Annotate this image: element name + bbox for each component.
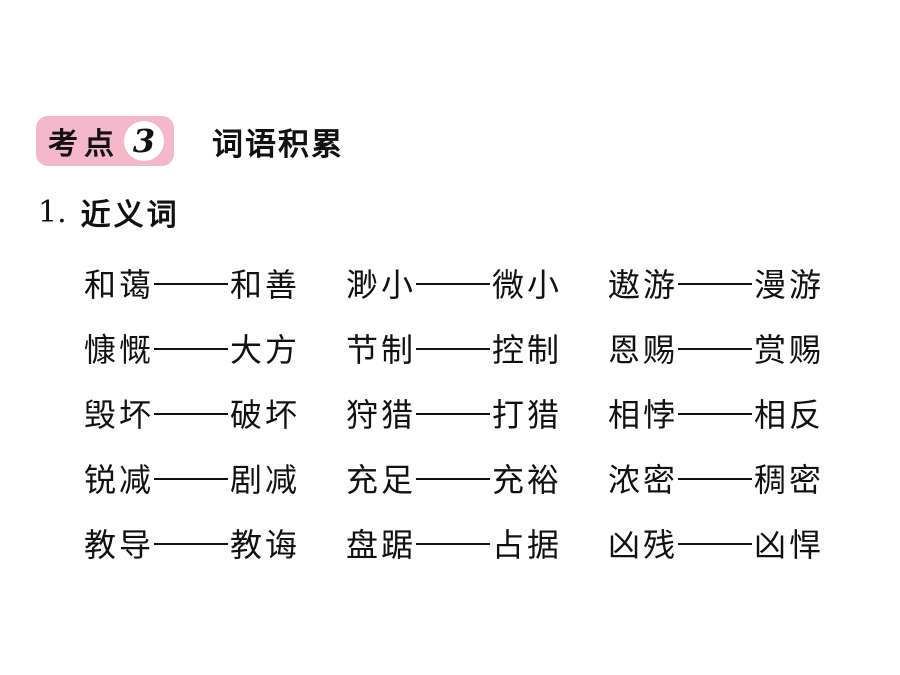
subsection-heading: 1. 近义词 bbox=[38, 192, 180, 234]
synonym-pair: 节制 控制 bbox=[346, 325, 608, 371]
dash-separator bbox=[678, 542, 753, 545]
word-a: 和蔼 bbox=[84, 265, 155, 304]
dash-separator bbox=[154, 477, 229, 480]
word-a: 盘踞 bbox=[346, 525, 417, 564]
word-a: 遨游 bbox=[608, 265, 679, 304]
synonym-pair: 狩猎 打猎 bbox=[346, 390, 608, 436]
word-b: 占据 bbox=[492, 525, 563, 564]
word-a: 毁坏 bbox=[84, 395, 155, 434]
subsection-title: 近义词 bbox=[80, 198, 180, 233]
dash-separator bbox=[678, 477, 753, 480]
synonym-pair: 毁坏 破坏 bbox=[84, 390, 346, 436]
dash-separator bbox=[416, 347, 491, 350]
word-b: 相反 bbox=[754, 395, 825, 434]
synonym-pair: 锐减 剧减 bbox=[84, 455, 346, 501]
word-a: 节制 bbox=[346, 330, 417, 369]
dash-separator bbox=[154, 412, 229, 415]
word-b: 凶悍 bbox=[754, 525, 825, 564]
word-b: 漫游 bbox=[754, 265, 825, 304]
dash-separator bbox=[416, 542, 491, 545]
synonym-pair: 慷慨 大方 bbox=[84, 325, 346, 371]
dash-separator bbox=[678, 282, 753, 285]
word-a: 锐减 bbox=[84, 460, 155, 499]
word-a: 慷慨 bbox=[84, 330, 155, 369]
badge-number: 3 bbox=[124, 121, 164, 161]
dash-separator bbox=[416, 477, 491, 480]
word-a: 教导 bbox=[84, 525, 155, 564]
word-b: 破坏 bbox=[230, 395, 301, 434]
dash-separator bbox=[416, 282, 491, 285]
word-a: 相悖 bbox=[608, 395, 679, 434]
badge-label: 考点 bbox=[48, 127, 120, 162]
word-a: 充足 bbox=[346, 460, 417, 499]
word-a: 渺小 bbox=[346, 265, 417, 304]
synonym-row: 教导 教诲 盘踞 占据 凶残 凶悍 bbox=[84, 510, 838, 575]
synonym-pair: 恩赐 赏赐 bbox=[608, 325, 838, 371]
section-header: 考点 3 词语积累 bbox=[36, 116, 344, 166]
page-title: 词语积累 bbox=[212, 126, 344, 163]
word-b: 教诲 bbox=[230, 525, 301, 564]
exam-point-badge: 考点 3 bbox=[36, 116, 174, 166]
synonym-row: 和蔼 和善 渺小 微小 遨游 漫游 bbox=[84, 250, 838, 315]
word-a: 狩猎 bbox=[346, 395, 417, 434]
synonym-pair: 渺小 微小 bbox=[346, 260, 608, 306]
word-b: 稠密 bbox=[754, 460, 825, 499]
synonym-pair: 充足 充裕 bbox=[346, 455, 608, 501]
dash-separator bbox=[154, 347, 229, 350]
dash-separator bbox=[416, 412, 491, 415]
synonym-grid: 和蔼 和善 渺小 微小 遨游 漫游 慷慨 大方 节制 控制 恩赐 赏赐 毁坏 破坏 狩猎 打猎 … bbox=[84, 250, 838, 575]
dash-separator bbox=[154, 542, 229, 545]
word-a: 恩赐 bbox=[608, 330, 679, 369]
word-b: 和善 bbox=[230, 265, 301, 304]
synonym-pair: 和蔼 和善 bbox=[84, 260, 346, 306]
dash-separator bbox=[678, 412, 753, 415]
dash-separator bbox=[678, 347, 753, 350]
word-a: 浓密 bbox=[608, 460, 679, 499]
subsection-number: 1. bbox=[38, 194, 67, 230]
synonym-row: 毁坏 破坏 狩猎 打猎 相悖 相反 bbox=[84, 380, 838, 445]
synonym-pair: 凶残 凶悍 bbox=[608, 520, 838, 566]
word-b: 微小 bbox=[492, 265, 563, 304]
word-b: 打猎 bbox=[492, 395, 563, 434]
synonym-pair: 教导 教诲 bbox=[84, 520, 346, 566]
word-b: 充裕 bbox=[492, 460, 563, 499]
word-b: 剧减 bbox=[230, 460, 301, 499]
synonym-pair: 相悖 相反 bbox=[608, 390, 838, 436]
word-b: 控制 bbox=[492, 330, 563, 369]
synonym-row: 锐减 剧减 充足 充裕 浓密 稠密 bbox=[84, 445, 838, 510]
synonym-pair: 盘踞 占据 bbox=[346, 520, 608, 566]
dash-separator bbox=[154, 282, 229, 285]
word-a: 凶残 bbox=[608, 525, 679, 564]
word-b: 赏赐 bbox=[754, 330, 825, 369]
word-b: 大方 bbox=[230, 330, 301, 369]
synonym-pair: 浓密 稠密 bbox=[608, 455, 838, 501]
synonym-pair: 遨游 漫游 bbox=[608, 260, 838, 306]
synonym-row: 慷慨 大方 节制 控制 恩赐 赏赐 bbox=[84, 315, 838, 380]
